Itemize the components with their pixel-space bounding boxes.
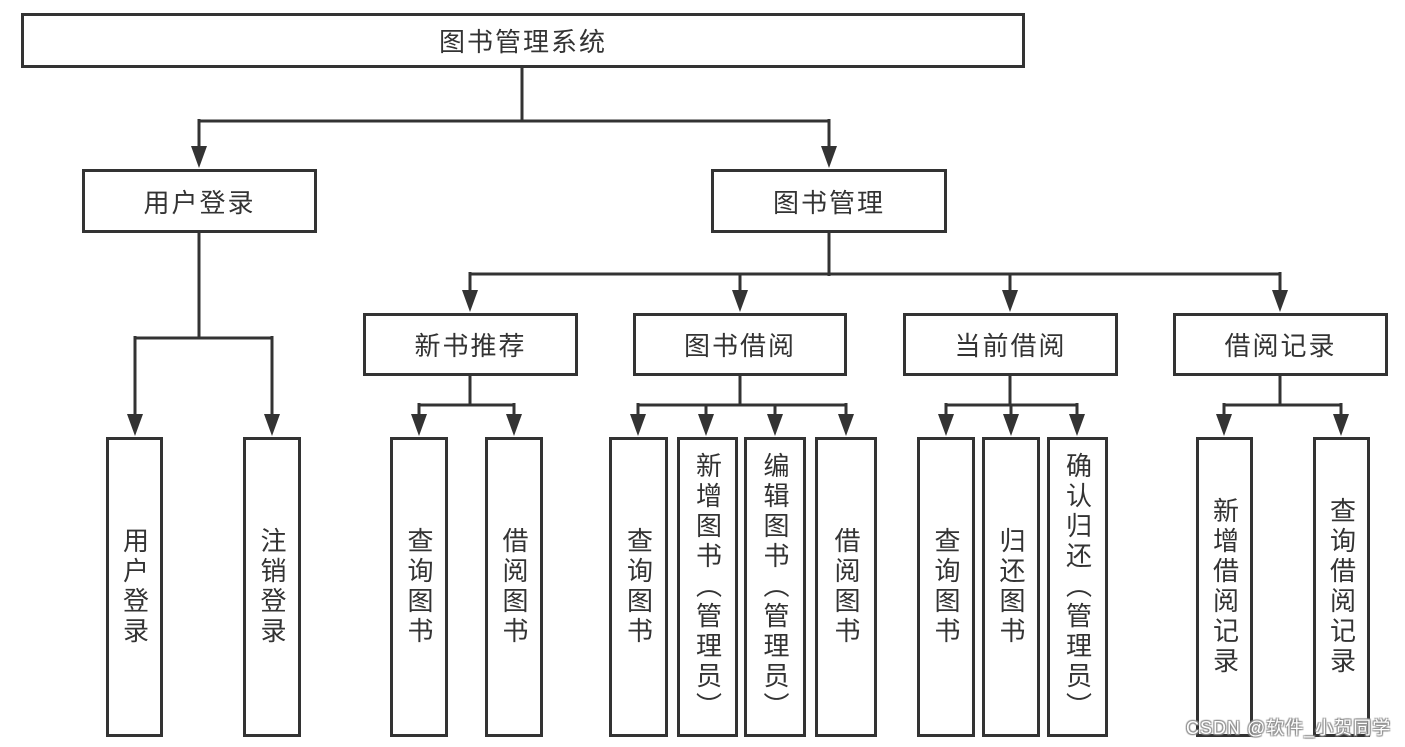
leaf-confirm-return-admin: 确认归还（管理员）: [1047, 437, 1108, 737]
node-label: 查询图书: [623, 527, 654, 647]
node-borrowing-records: 借阅记录: [1173, 313, 1388, 376]
leaf-edit-books-admin: 编辑图书（管理员）: [744, 437, 806, 737]
node-label: 确认归还（管理员）: [1062, 452, 1093, 722]
node-label: 用户登录: [143, 187, 256, 218]
leaf-query-books-borrow: 查询图书: [609, 437, 668, 737]
leaf-borrow-books-recommend: 借阅图书: [485, 437, 543, 737]
arrowhead-down-icons: [127, 146, 1349, 436]
node-label: 新书推荐: [414, 331, 527, 361]
node-label: 查询图书: [931, 527, 961, 647]
node-label: 编辑图书（管理员）: [760, 452, 790, 722]
node-current-borrowing: 当前借阅: [903, 313, 1118, 376]
leaf-query-books-recommend: 查询图书: [390, 437, 448, 737]
node-label: 当前借阅: [954, 331, 1067, 361]
node-label: 图书借阅: [683, 331, 796, 361]
node-label: 查询图书: [404, 527, 434, 647]
leaf-user-login: 用户登录: [106, 437, 163, 737]
node-label: 借阅图书: [499, 527, 529, 647]
node-library-system: 图书管理系统: [21, 13, 1025, 68]
node-label: 注销登录: [257, 527, 287, 647]
connector-path: [133, 66, 1343, 416]
leaf-return-books: 归还图书: [982, 437, 1040, 737]
watermark-text: CSDN @软件_小贺同学: [1186, 718, 1392, 738]
node-label: 用户登录: [119, 527, 150, 647]
leaf-borrow-books-borrow: 借阅图书: [815, 437, 877, 737]
leaf-query-books-current: 查询图书: [917, 437, 975, 737]
node-label: 归还图书: [996, 527, 1026, 647]
leaf-add-borrow-record: 新增借阅记录: [1196, 437, 1253, 737]
node-label: 图书管理系统: [438, 27, 607, 57]
leaf-logout: 注销登录: [243, 437, 301, 737]
node-label: 图书管理: [772, 187, 885, 218]
node-user-login: 用户登录: [82, 169, 317, 233]
node-label: 新增图书（管理员）: [692, 452, 723, 722]
leaf-query-borrow-record: 查询借阅记录: [1313, 437, 1370, 737]
node-new-book-recommendation: 新书推荐: [363, 313, 578, 376]
node-label: 借阅记录: [1224, 331, 1337, 361]
node-label: 借阅图书: [831, 527, 861, 647]
node-book-borrowing: 图书借阅: [633, 313, 847, 376]
leaf-add-books-admin: 新增图书（管理员）: [677, 437, 738, 737]
node-book-management: 图书管理: [711, 169, 947, 233]
node-label: 查询借阅记录: [1326, 497, 1357, 677]
node-label: 新增借阅记录: [1209, 497, 1240, 677]
